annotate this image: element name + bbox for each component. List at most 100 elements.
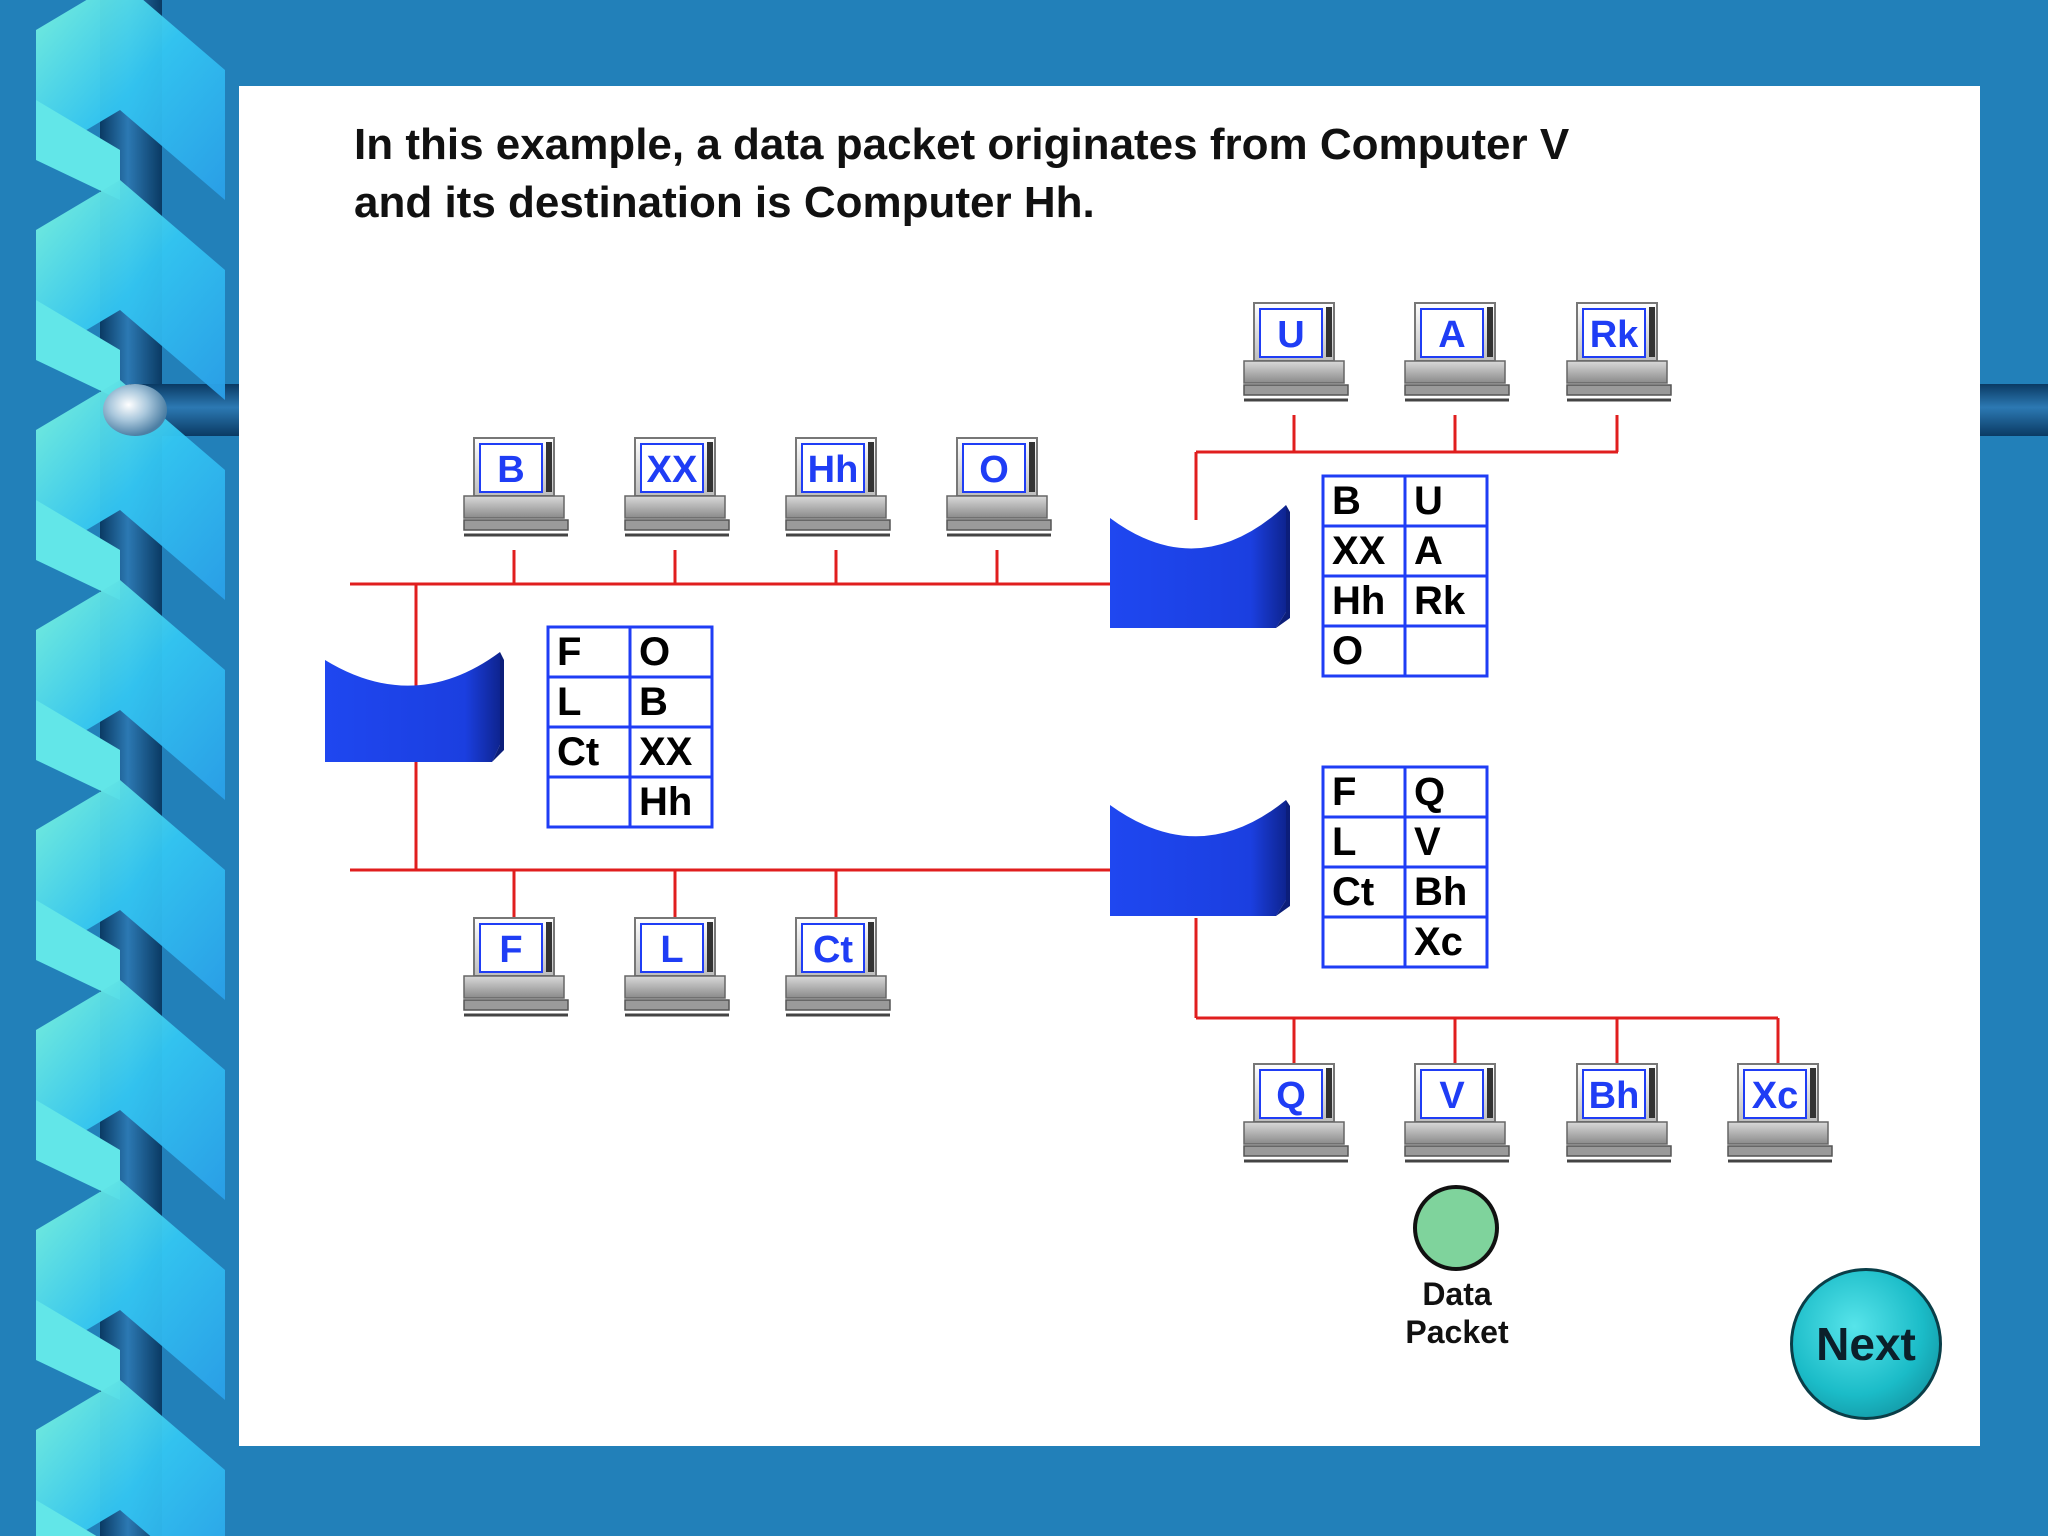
computer-label: B bbox=[497, 449, 524, 491]
table-cell bbox=[1321, 624, 1407, 678]
next-button[interactable]: Next bbox=[1790, 1268, 1942, 1420]
computer-q: Q bbox=[1243, 1063, 1349, 1163]
monitor-screen bbox=[1743, 1069, 1807, 1119]
table-cell bbox=[1403, 915, 1489, 969]
table-cell bbox=[1403, 765, 1489, 819]
computer-label: Q bbox=[1276, 1075, 1306, 1117]
table-cell-text: O bbox=[639, 630, 670, 674]
computer-base bbox=[1566, 360, 1668, 384]
page-title: In this example, a data packet originate… bbox=[354, 116, 1854, 232]
table-cell-text: F bbox=[1332, 770, 1356, 814]
monitor-screen bbox=[1582, 1069, 1646, 1119]
computer-label: Rk bbox=[1590, 314, 1639, 356]
table-cell-text: F bbox=[557, 630, 581, 674]
table-cell-text: Xc bbox=[1414, 920, 1463, 964]
content-panel bbox=[239, 86, 1980, 1446]
computer-label: A bbox=[1438, 314, 1465, 356]
computer-label: Xc bbox=[1752, 1075, 1798, 1117]
keyboard bbox=[463, 519, 569, 531]
computer-base bbox=[1727, 1121, 1829, 1145]
computer-base bbox=[1243, 1121, 1345, 1145]
computer-label: Ct bbox=[813, 929, 853, 971]
monitor-side bbox=[1326, 1068, 1332, 1118]
monitor-screen bbox=[962, 443, 1026, 493]
computer-label: V bbox=[1439, 1075, 1465, 1117]
monitor-screen bbox=[801, 443, 865, 493]
computer-u: U bbox=[1243, 302, 1349, 402]
table-cell bbox=[1403, 524, 1489, 578]
keyboard bbox=[785, 519, 891, 531]
table-cell bbox=[546, 775, 632, 829]
computer-base bbox=[785, 495, 887, 519]
table-cell-text: O bbox=[1332, 629, 1363, 673]
data-packet-label-line-2: Packet bbox=[1405, 1314, 1509, 1350]
computer-v: V bbox=[1404, 1063, 1510, 1163]
computer-hh: Hh bbox=[785, 437, 891, 537]
computer-b: B bbox=[463, 437, 569, 537]
table-cell-text: A bbox=[1414, 529, 1443, 573]
monitor-side bbox=[1326, 307, 1332, 357]
router-top bbox=[1110, 505, 1290, 628]
monitor-screen bbox=[801, 923, 865, 973]
computer-f: F bbox=[463, 917, 569, 1017]
monitor-side bbox=[1487, 1068, 1493, 1118]
computer-label: Hh bbox=[808, 449, 859, 491]
monitor-screen bbox=[1420, 1069, 1484, 1119]
keyboard bbox=[1243, 384, 1349, 396]
table-cell-text: V bbox=[1414, 820, 1441, 864]
table-cell-text: B bbox=[1332, 479, 1361, 523]
monitor-screen bbox=[1420, 308, 1484, 358]
title-line-2: and its destination is Computer Hh. bbox=[354, 178, 1095, 227]
computer-label: L bbox=[660, 929, 683, 971]
computer-label: F bbox=[499, 929, 522, 971]
router-left bbox=[325, 652, 504, 762]
computer-label: XX bbox=[647, 449, 698, 491]
monitor-screen bbox=[479, 443, 543, 493]
computer-base bbox=[946, 495, 1048, 519]
data-packet-label: Data Packet bbox=[1380, 1275, 1534, 1351]
monitor-screen bbox=[479, 923, 543, 973]
keyboard bbox=[1727, 1145, 1833, 1157]
monitor-screen bbox=[1259, 308, 1323, 358]
computer-base bbox=[1404, 360, 1506, 384]
keyboard bbox=[624, 999, 730, 1011]
keyboard bbox=[1566, 384, 1672, 396]
monitor-side bbox=[707, 922, 713, 972]
title-line-1: In this example, a data packet originate… bbox=[354, 120, 1570, 169]
keyboard bbox=[1243, 1145, 1349, 1157]
monitor-side bbox=[1810, 1068, 1816, 1118]
keyboard bbox=[785, 999, 891, 1011]
computer-a: A bbox=[1404, 302, 1510, 402]
table-cell-text: Rk bbox=[1414, 579, 1466, 623]
computer-rk: Rk bbox=[1566, 302, 1672, 402]
monitor-side bbox=[546, 442, 552, 492]
computer-base bbox=[624, 975, 726, 999]
table-cell-text: L bbox=[557, 680, 581, 724]
table-cell-text: L bbox=[1332, 820, 1356, 864]
computer-label: U bbox=[1277, 314, 1304, 356]
monitor-side bbox=[1649, 307, 1655, 357]
table-cell-text: Q bbox=[1414, 770, 1445, 814]
monitor-side bbox=[1029, 442, 1035, 492]
table-cell-text: XX bbox=[639, 730, 693, 774]
computer-l: L bbox=[624, 917, 730, 1017]
keyboard bbox=[946, 519, 1052, 531]
computer-ct: Ct bbox=[785, 917, 891, 1017]
router-bottom bbox=[1110, 800, 1290, 916]
table-cell bbox=[1403, 865, 1489, 919]
computer-base bbox=[1566, 1121, 1668, 1145]
monitor-side bbox=[546, 922, 552, 972]
computer-base bbox=[463, 975, 565, 999]
table-cell-text: Ct bbox=[1332, 870, 1374, 914]
table-cell bbox=[628, 675, 714, 729]
keyboard bbox=[463, 999, 569, 1011]
table-cell-text: XX bbox=[1332, 529, 1386, 573]
computer-base bbox=[1243, 360, 1345, 384]
computer-xc: Xc bbox=[1727, 1063, 1833, 1163]
computer-base bbox=[463, 495, 565, 519]
table-cell-text: Hh bbox=[1332, 579, 1385, 623]
